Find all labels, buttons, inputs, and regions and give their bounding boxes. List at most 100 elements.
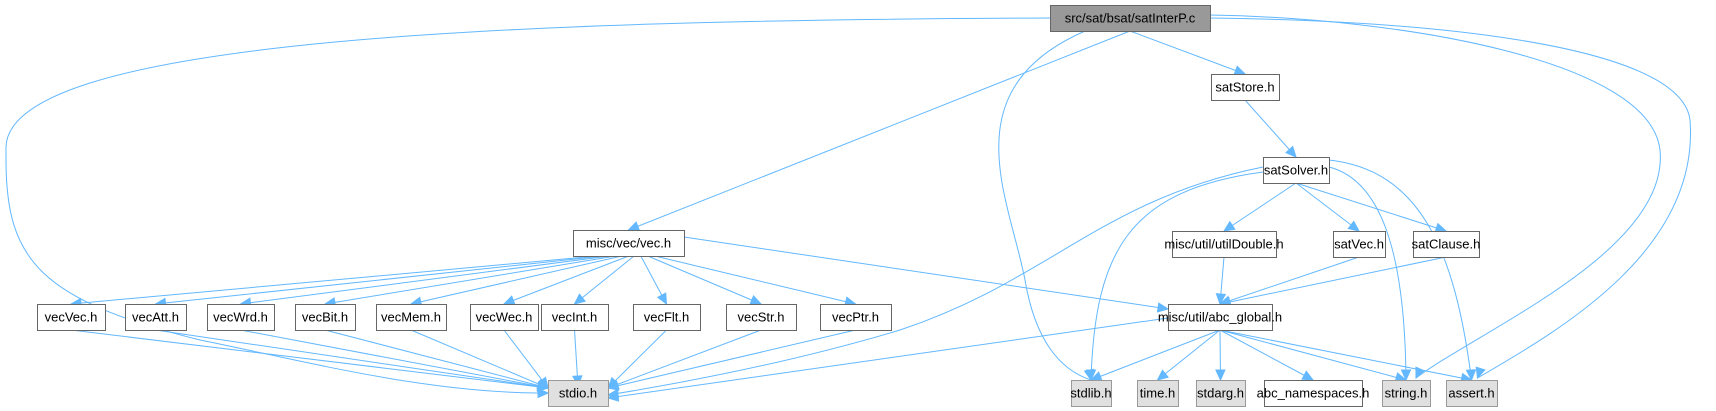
node-box <box>1050 5 1211 32</box>
edge-abc-global-to-abc-namespaces <box>1219 329 1315 381</box>
edge-line <box>410 255 623 305</box>
edge-line <box>1219 256 1360 305</box>
node-utilDouble[interactable]: misc/util/utilDouble.h <box>1164 231 1284 258</box>
node-label: vecBit.h <box>302 310 348 325</box>
arrowhead-icon <box>1156 302 1170 313</box>
node-box <box>541 304 609 331</box>
edge-line <box>607 329 856 389</box>
edge-line <box>647 255 762 305</box>
arrowhead-icon <box>1156 369 1169 381</box>
node-stdio[interactable]: stdio.h <box>548 380 609 407</box>
node-label: assert.h <box>1448 386 1494 401</box>
edge-line <box>410 329 549 389</box>
arrowhead-icon <box>1465 369 1477 382</box>
node-box <box>633 304 701 331</box>
node-vecWec[interactable]: vecWec.h <box>470 304 539 331</box>
arrowhead-icon <box>1222 220 1236 232</box>
edge-line <box>1157 329 1221 381</box>
edge-line <box>1219 256 1447 305</box>
node-vecInt[interactable]: vecInt.h <box>541 304 609 331</box>
node-box <box>1333 231 1386 258</box>
node-vecPtr[interactable]: vecPtr.h <box>820 304 892 331</box>
node-box <box>726 304 797 331</box>
edge-line <box>574 255 635 305</box>
edge-vec-to-vecMem <box>409 255 623 307</box>
arrowhead-icon <box>1434 222 1448 233</box>
edge-abc-global-to-assert <box>1219 329 1473 384</box>
node-label: misc/util/abc_global.h <box>1158 310 1282 325</box>
edge-line <box>503 329 549 389</box>
edge-line <box>1328 159 1472 381</box>
node-label: vecVec.h <box>45 310 98 325</box>
node-vecFlt[interactable]: vecFlt.h <box>633 304 701 331</box>
edge-abc-global-to-string <box>1219 329 1408 383</box>
edge-satSolver-to-satClause <box>1295 182 1448 233</box>
edge-utilDouble-to-abc-global <box>1215 256 1227 306</box>
node-label: vecWrd.h <box>213 310 268 325</box>
edge-vec-to-abc-global <box>683 236 1170 313</box>
edge-line <box>1209 14 1661 379</box>
edge-vecWec-to-stdio <box>503 329 549 389</box>
edge-line <box>5 17 1051 394</box>
edge-abc-global-to-time <box>1156 329 1221 381</box>
node-string[interactable]: string.h <box>1382 380 1431 407</box>
node-label: satClause.h <box>1412 237 1481 252</box>
node-label: vecWec.h <box>476 310 533 325</box>
edge-line <box>607 166 1264 396</box>
node-stdlib[interactable]: stdlib.h <box>1070 380 1112 407</box>
node-box <box>1413 231 1480 258</box>
node-vec[interactable]: misc/vec/vec.h <box>573 230 685 257</box>
node-satStore[interactable]: satStore.h <box>1211 74 1280 101</box>
node-vecMem[interactable]: vecMem.h <box>376 304 447 331</box>
edge-line <box>1295 182 1360 232</box>
arrowhead-icon <box>1233 65 1247 76</box>
arrowhead-icon <box>1215 293 1227 306</box>
node-box <box>37 304 106 331</box>
node-vecBit[interactable]: vecBit.h <box>295 304 356 331</box>
edge-vecInt-to-stdio <box>572 329 583 388</box>
node-box <box>573 230 685 257</box>
edge-abc-global-to-stdio <box>606 317 1169 402</box>
node-label: misc/vec/vec.h <box>586 236 671 251</box>
node-box <box>820 304 892 331</box>
node-main[interactable]: src/sat/bsat/satInterP.c <box>1050 5 1211 32</box>
node-box <box>1264 380 1363 407</box>
edge-vec-to-vecWrd <box>239 255 610 308</box>
node-assert[interactable]: assert.h <box>1446 380 1498 407</box>
edge-vec-to-vecStr <box>647 255 763 305</box>
node-label: satSolver.h <box>1264 163 1328 178</box>
edge-line <box>654 255 856 305</box>
node-satSolver[interactable]: satSolver.h <box>1263 157 1330 184</box>
arrowhead-icon <box>537 376 549 389</box>
node-satVec[interactable]: satVec.h <box>1333 231 1386 258</box>
edge-abc-global-to-stdlib <box>1089 329 1221 382</box>
edge-line <box>1295 182 1447 232</box>
arrowhead-icon <box>1215 369 1226 382</box>
arrowhead-icon <box>1400 369 1412 382</box>
edge-line <box>1090 329 1221 381</box>
node-vecStr[interactable]: vecStr.h <box>726 304 797 331</box>
node-time[interactable]: time.h <box>1137 380 1179 407</box>
node-box <box>207 304 275 331</box>
node-label: misc/util/utilDouble.h <box>1164 237 1283 252</box>
edge-line <box>607 317 1169 399</box>
node-box <box>470 304 539 331</box>
node-label: string.h <box>1385 386 1428 401</box>
node-satClause[interactable]: satClause.h <box>1412 231 1481 258</box>
node-vecVec[interactable]: vecVec.h <box>37 304 106 331</box>
node-stdarg[interactable]: stdarg.h <box>1196 380 1246 407</box>
edge-line <box>1219 329 1314 381</box>
node-vecAtt[interactable]: vecAtt.h <box>125 304 187 331</box>
node-vecWrd[interactable]: vecWrd.h <box>207 304 275 331</box>
edge-line <box>155 255 604 305</box>
edge-line <box>240 329 549 389</box>
node-label: vecPtr.h <box>832 310 879 325</box>
node-box <box>1211 74 1280 101</box>
node-abc-namespaces[interactable]: abc_namespaces.h <box>1257 380 1370 407</box>
arrowhead-icon <box>573 293 586 305</box>
edge-line <box>607 329 667 389</box>
edge-line <box>1244 99 1297 158</box>
edge-line <box>1328 166 1407 381</box>
node-abc-global[interactable]: misc/util/abc_global.h <box>1158 304 1282 331</box>
edge-vecPtr-to-stdio <box>606 329 856 391</box>
